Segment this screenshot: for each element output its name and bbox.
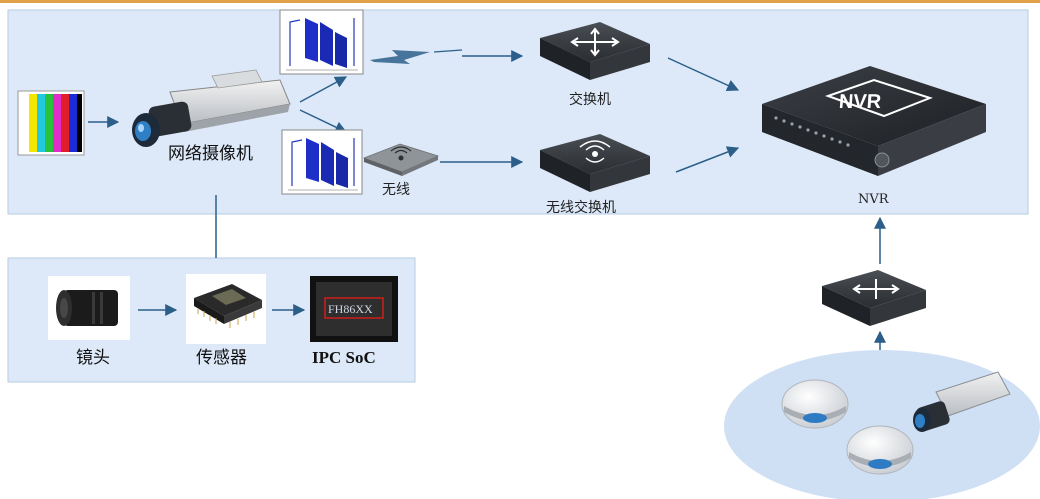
lens-icon <box>48 276 130 340</box>
wireless-switch-icon <box>540 134 650 192</box>
image-sensor-icon <box>186 274 266 344</box>
nvr-recorder-icon: NVR <box>762 66 986 176</box>
soc-chip-icon: FH86XX <box>310 276 398 342</box>
wireless-switch-label: 无线交换机 <box>546 199 616 216</box>
arrow-wireless-switch-to-nvr <box>675 146 740 173</box>
top-border-line <box>0 0 1040 3</box>
dome-camera-icon <box>781 379 849 429</box>
network-switch-icon <box>540 22 650 80</box>
bullet-camera-icon <box>913 371 1011 432</box>
arrow-switch-to-nvr <box>667 57 740 91</box>
access-point-icon <box>362 143 440 176</box>
bullet-camera-icon <box>132 69 291 147</box>
sensor-label: 传感器 <box>196 348 247 368</box>
nvr-label: NVR <box>858 192 890 207</box>
soc-label: IPC SoC <box>312 348 376 367</box>
camera-label: 网络摄像机 <box>168 144 253 164</box>
arrow-camera-to-lower <box>299 109 348 133</box>
video-frames-icon <box>281 129 363 195</box>
switch-label: 交换机 <box>569 91 611 108</box>
network-switch-icon <box>822 270 926 326</box>
camera-group-area <box>724 350 1040 499</box>
wireless-signal-icon <box>370 49 463 64</box>
arrow-camera-to-upper <box>299 76 348 103</box>
chip-marking: FH86XX <box>328 302 373 316</box>
color-bars-icon <box>17 90 85 156</box>
wireless-label: 无线 <box>382 182 410 198</box>
dome-camera-icon <box>846 425 914 475</box>
nvr-panel-label: NVR <box>838 91 882 113</box>
lens-label: 镜头 <box>76 348 110 368</box>
video-frames-icon <box>279 9 364 75</box>
